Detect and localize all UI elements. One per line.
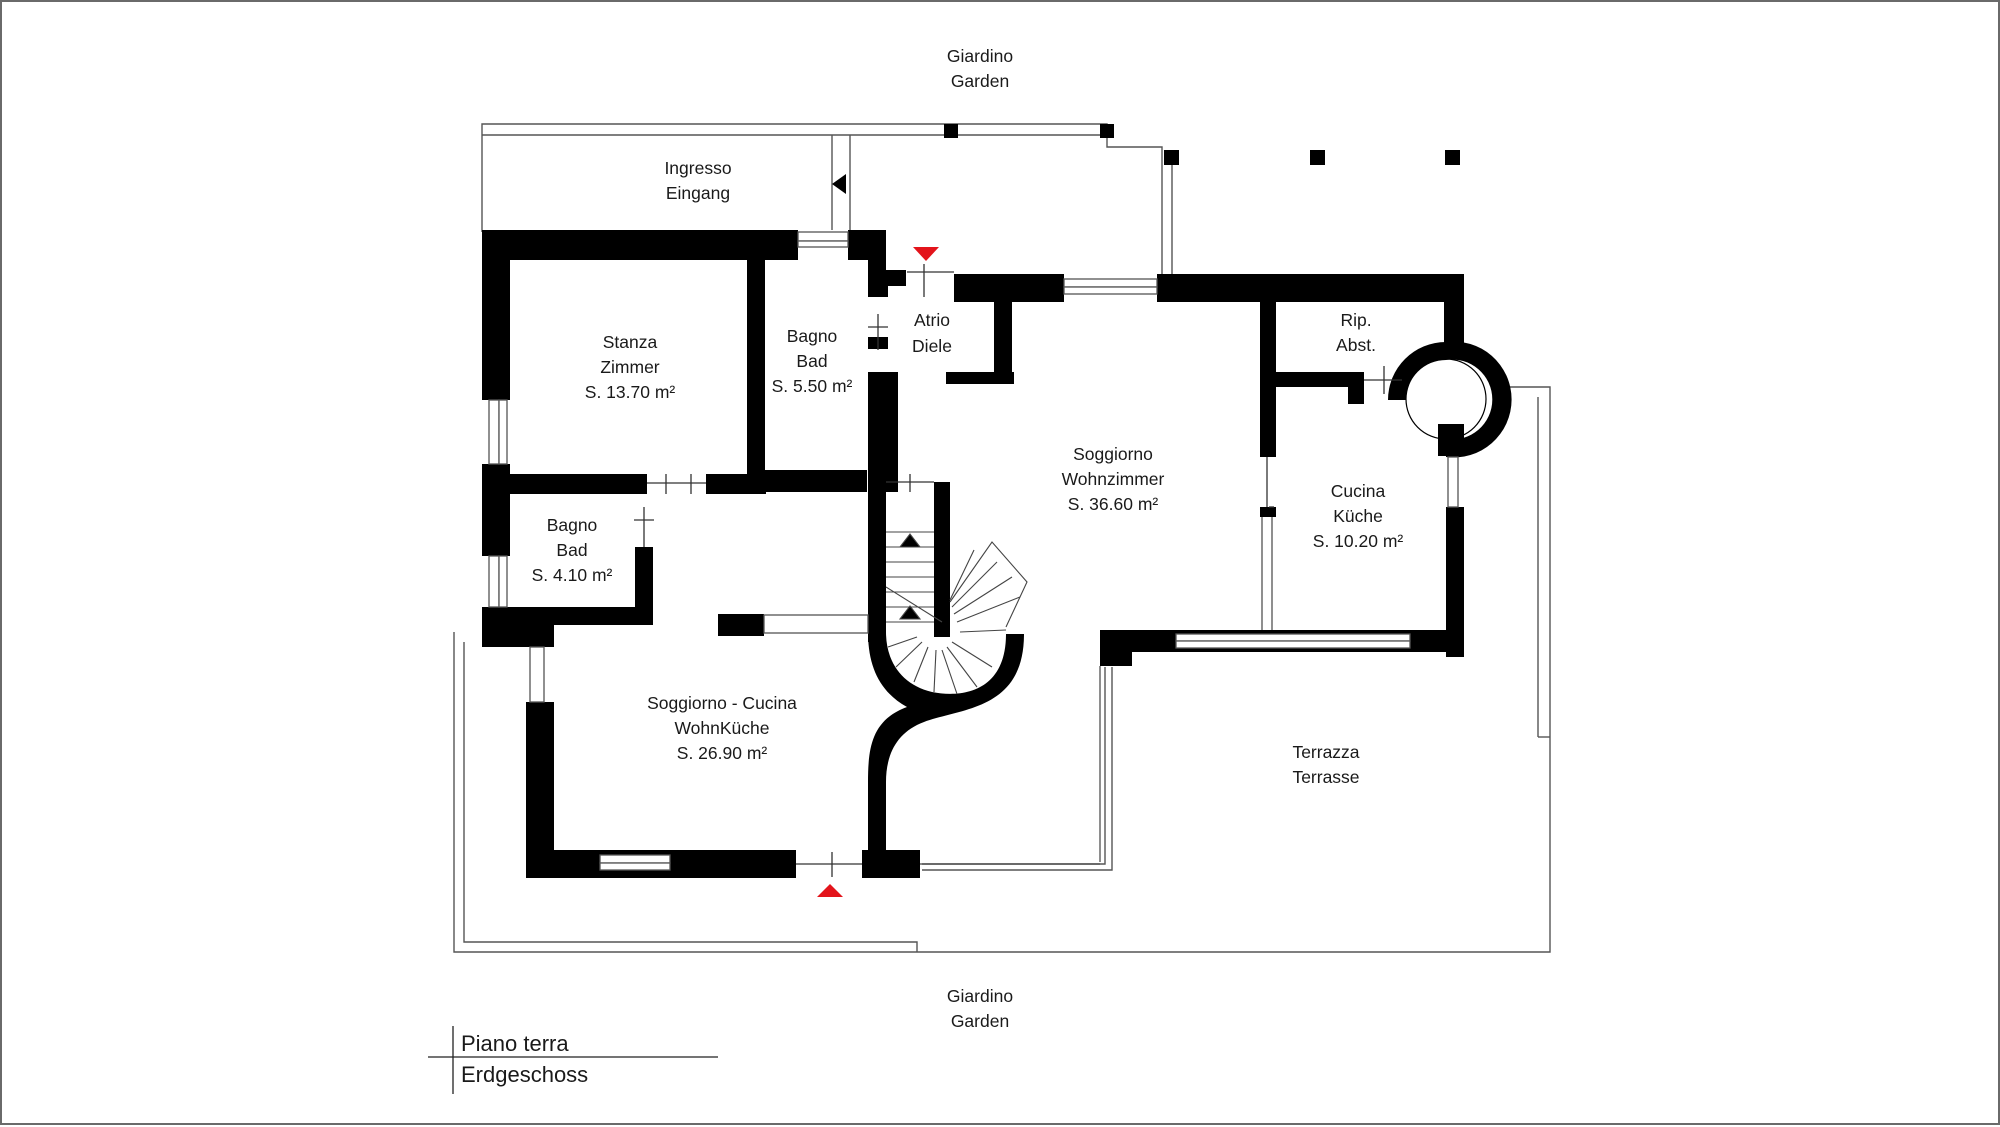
floor-name-de: Erdgeschoss: [461, 1062, 588, 1087]
garden-label-it: Giardino: [947, 46, 1013, 66]
room-stanza: Stanza Zimmer S. 13.70 m²: [585, 332, 676, 402]
room-terrazza: Terrazza Terrasse: [1292, 742, 1359, 787]
room-area: S. 36.60 m²: [1068, 494, 1159, 514]
room-name-it: Stanza: [603, 332, 658, 352]
entrance-arrow-south: [817, 884, 843, 897]
label-garden-top: Giardino Garden: [947, 46, 1013, 91]
floor-name-it: Piano terra: [461, 1031, 569, 1056]
room-bagno-2: Bagno Bad S. 4.10 m²: [532, 515, 613, 585]
pillars: [944, 124, 1460, 165]
room-name-it: Bagno: [787, 326, 838, 346]
room-area: S. 10.20 m²: [1313, 531, 1404, 551]
room-name-it: Rip.: [1340, 310, 1371, 330]
room-name-de: Wohnzimmer: [1062, 469, 1165, 489]
entrance-arrow-north: [913, 247, 939, 261]
room-name-de: Diele: [912, 336, 952, 356]
room-ingresso: Ingresso Eingang: [664, 158, 731, 203]
round-tower: [1388, 341, 1512, 458]
room-name-it: Soggiorno - Cucina: [647, 693, 797, 713]
room-name-it: Soggiorno: [1073, 444, 1153, 464]
room-name-it: Cucina: [1331, 481, 1386, 501]
room-name-de: Abst.: [1336, 335, 1376, 355]
room-cucina: Cucina Küche S. 10.20 m²: [1313, 481, 1404, 551]
windows: [488, 231, 1459, 871]
room-bagno-1: Bagno Bad S. 5.50 m²: [772, 326, 853, 396]
room-area: S. 13.70 m²: [585, 382, 676, 402]
room-name-de: Bad: [556, 540, 587, 560]
room-name-de: Eingang: [666, 183, 730, 203]
garden-label-it: Giardino: [947, 986, 1013, 1006]
room-name-de: WohnKüche: [674, 718, 769, 738]
garden-label-de: Garden: [951, 71, 1009, 91]
room-area: S. 4.10 m²: [532, 565, 613, 585]
entrance-door: [832, 174, 846, 194]
room-name-de: Zimmer: [600, 357, 659, 377]
room-soggiorno: Soggiorno Wohnzimmer S. 36.60 m²: [1062, 444, 1165, 514]
room-name-it: Terrazza: [1292, 742, 1359, 762]
room-wohnkueche: Soggiorno - Cucina WohnKüche S. 26.90 m²: [647, 693, 797, 763]
room-area: S. 26.90 m²: [677, 743, 768, 763]
room-atrio: Atrio Diele: [912, 310, 952, 356]
garden-label-de: Garden: [951, 1011, 1009, 1031]
door-marks: [634, 264, 1402, 877]
room-rip: Rip. Abst.: [1336, 310, 1376, 355]
floor-legend: Piano terra Erdgeschoss: [428, 1026, 718, 1094]
staircase: [885, 531, 1028, 695]
room-name-it: Atrio: [914, 310, 950, 330]
room-name-de: Bad: [796, 351, 827, 371]
room-name-it: Ingresso: [664, 158, 731, 178]
room-name-it: Bagno: [547, 515, 598, 535]
room-area: S. 5.50 m²: [772, 376, 853, 396]
label-garden-bottom: Giardino Garden: [947, 986, 1013, 1031]
room-name-de: Terrasse: [1292, 767, 1359, 787]
curved-wall: [868, 632, 1024, 857]
room-name-de: Küche: [1333, 506, 1383, 526]
